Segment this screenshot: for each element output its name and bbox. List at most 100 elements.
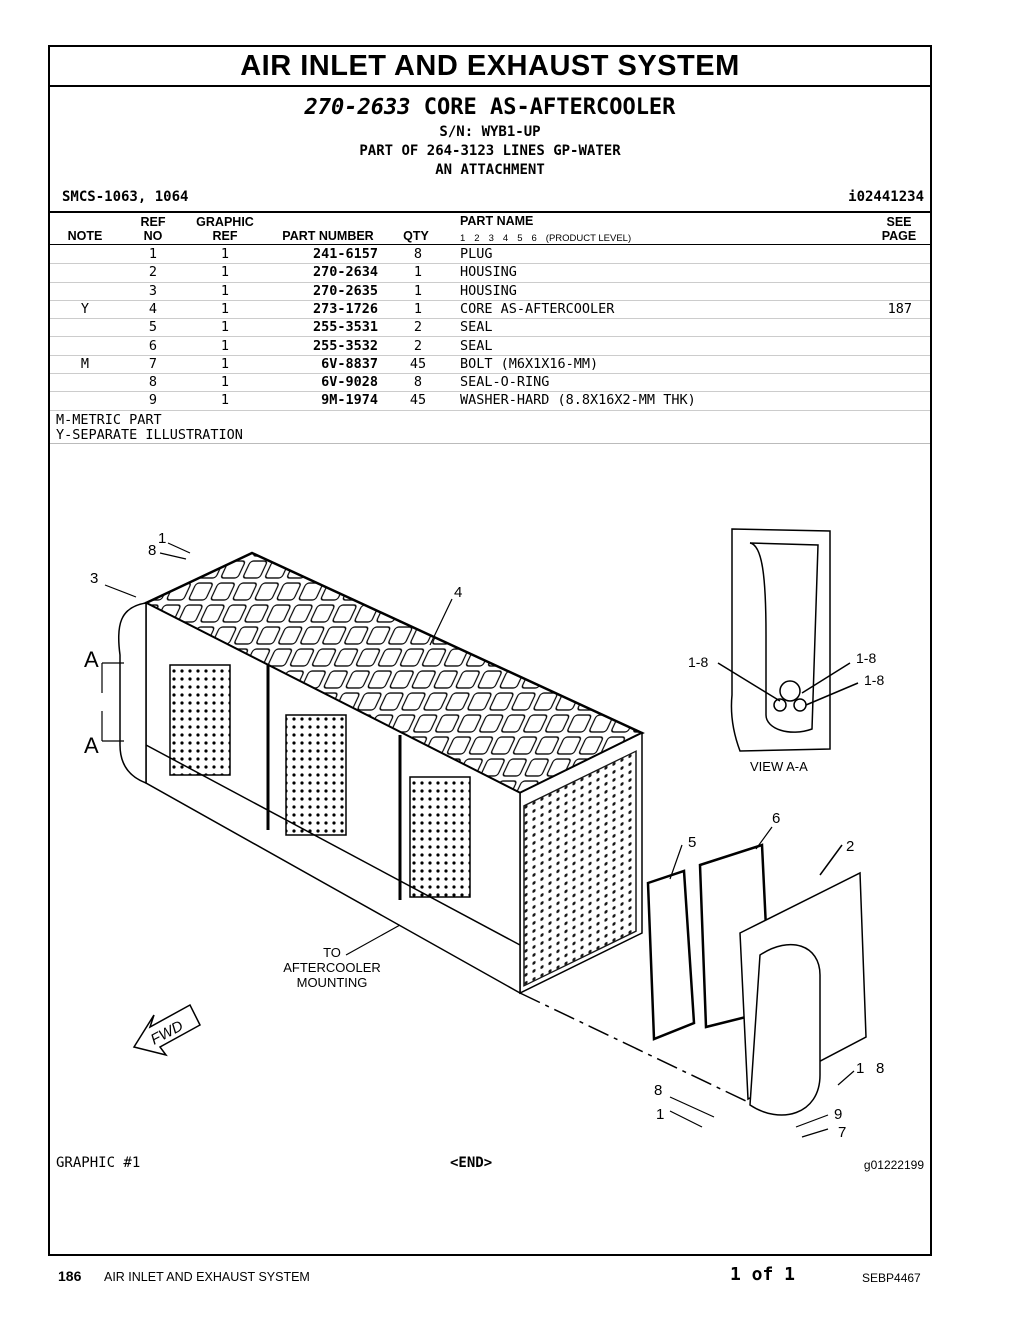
leader-mounting [345, 924, 401, 956]
cell-note: M [80, 355, 90, 372]
cell-part-number: 6V-9028 [321, 374, 378, 391]
cell-part-name: SEAL [460, 337, 493, 354]
cell-part-name: BOLT (M6X1X16-MM) [460, 355, 599, 372]
callout-view-r1: 1-8 [856, 650, 876, 666]
callout-1b: 1 [656, 1106, 664, 1123]
core-end-holes [523, 750, 637, 987]
table-row: M 7 1 6V-8837 45 BOLT (M6X1X16-MM) [50, 355, 930, 375]
callout-labels: 1 8 3 4 5 6 2 8 1 1 8 9 7 1-8 1-8 1-8 A … [84, 530, 884, 1141]
section-title: AIR INLET AND EXHAUST SYSTEM [50, 47, 930, 87]
cell-part-number: 9M-1974 [321, 392, 378, 409]
part-heading: 270-2633 CORE AS-AFTERCOOLER [50, 95, 930, 120]
fwd-arrow: FWD [132, 1003, 201, 1057]
leader-7 [801, 1128, 829, 1138]
header-see-bottom: PAGE [881, 229, 917, 243]
product-level-label: (PRODUCT LEVEL) [545, 233, 632, 244]
note-separate-illustration: Y-SEPARATE ILLUSTRATION [56, 427, 243, 443]
view-a-a-contour [749, 542, 819, 733]
cell-ref: 3 [148, 282, 158, 299]
cell-graphic: 1 [220, 355, 230, 372]
exploded-view-illustration: FWD 1 8 3 4 5 6 2 8 1 1 8 9 7 1-8 1-8 1-… [84, 528, 884, 1141]
mounting-label-1: TO [323, 945, 341, 960]
leader-view-r2 [805, 682, 859, 706]
callout-view-l: 1-8 [688, 654, 708, 670]
cell-ref: 4 [148, 300, 158, 317]
section-letter-lower: A [84, 733, 99, 758]
callout-leaders [101, 542, 855, 1138]
callout-5: 5 [688, 834, 696, 851]
cell-part-number: 255-3531 [312, 319, 378, 336]
product-level-4: 4 [502, 233, 509, 244]
cell-qty: 2 [413, 337, 423, 354]
leader-2 [819, 844, 843, 876]
leader-1c [837, 1070, 855, 1086]
table-notes: M-METRIC PART Y-SEPARATE ILLUSTRATION [56, 413, 243, 443]
header-graphic-bottom: REF [212, 229, 238, 243]
callout-1: 1 [158, 530, 166, 547]
header-see-page: SEE PAGE [876, 215, 922, 243]
product-level-1: 1 [460, 233, 466, 244]
cell-part-name: SEAL [460, 319, 493, 336]
end-marker: <END> [450, 1155, 493, 1171]
cell-part-number: 270-2635 [312, 282, 378, 299]
leader-9 [795, 1114, 829, 1128]
header-part-number: PART NUMBER [282, 229, 374, 243]
cell-ref: 2 [148, 264, 158, 281]
callout-9: 9 [834, 1106, 842, 1123]
callout-2: 2 [846, 838, 854, 855]
cell-qty: 1 [413, 300, 423, 317]
cell-ref: 9 [148, 392, 158, 409]
cell-part-name: WASHER-HARD (8.8X16X2-MM THK) [460, 392, 696, 409]
info-id: i02441234 [848, 189, 924, 205]
cell-part-number: 6V-8837 [321, 355, 378, 372]
header-graphic-top: GRAPHIC [196, 215, 254, 229]
table-row: 9 1 9M-1974 45 WASHER-HARD (8.8X16X2-MM THK) [50, 391, 930, 411]
cell-note: Y [80, 300, 90, 317]
cell-graphic: 1 [220, 374, 230, 391]
cell-qty: 8 [413, 374, 423, 391]
cell-ref: 5 [148, 319, 158, 336]
cell-graphic: 1 [220, 337, 230, 354]
cell-graphic: 1 [220, 246, 230, 262]
cell-graphic: 1 [220, 319, 230, 336]
part-number-heading: 270-2633 [304, 95, 411, 120]
cell-qty: 45 [409, 355, 427, 372]
cell-graphic: 1 [220, 300, 230, 317]
housing-3 [117, 602, 147, 785]
part-of-line-2: AN ATTACHMENT [435, 162, 545, 178]
core-side-holes-3 [409, 776, 471, 898]
product-level-2: 2 [474, 233, 480, 244]
callout-3: 3 [90, 570, 98, 587]
cell-qty: 45 [409, 392, 427, 409]
product-level-6: 6 [531, 233, 537, 244]
cell-part-name: HOUSING [460, 282, 517, 299]
view-a-a-label: VIEW A-A [750, 759, 808, 774]
notes-bottom-rule [50, 443, 930, 444]
header-ref: REF NO [130, 215, 176, 243]
callout-6: 6 [772, 810, 780, 827]
serial-number: S/N: WYB1-UP [439, 124, 541, 140]
cell-part-number: 255-3532 [312, 337, 378, 354]
cell-ref: 7 [148, 355, 158, 372]
cell-part-name: PLUG [460, 246, 493, 262]
page-count: 1 of 1 [730, 1264, 796, 1285]
cell-graphic: 1 [220, 392, 230, 409]
graphic-id: g01222199 [863, 1158, 924, 1172]
cell-part-number: 273-1726 [312, 300, 378, 317]
cell-see-page[interactable]: 187 [887, 300, 912, 317]
header-graphic: GRAPHIC REF [188, 215, 262, 243]
product-level-5: 5 [517, 233, 523, 244]
leader-1 [167, 542, 191, 554]
callout-8: 8 [148, 542, 156, 559]
part-title-heading: CORE AS-AFTERCOOLER [423, 95, 676, 120]
core-side-rail [145, 744, 521, 946]
product-level-3: 3 [488, 233, 494, 244]
core-side-holes-1 [169, 664, 231, 776]
cell-qty: 8 [413, 246, 423, 262]
section-letter-upper: A [84, 647, 99, 672]
view-a-a-port-1 [779, 680, 801, 702]
